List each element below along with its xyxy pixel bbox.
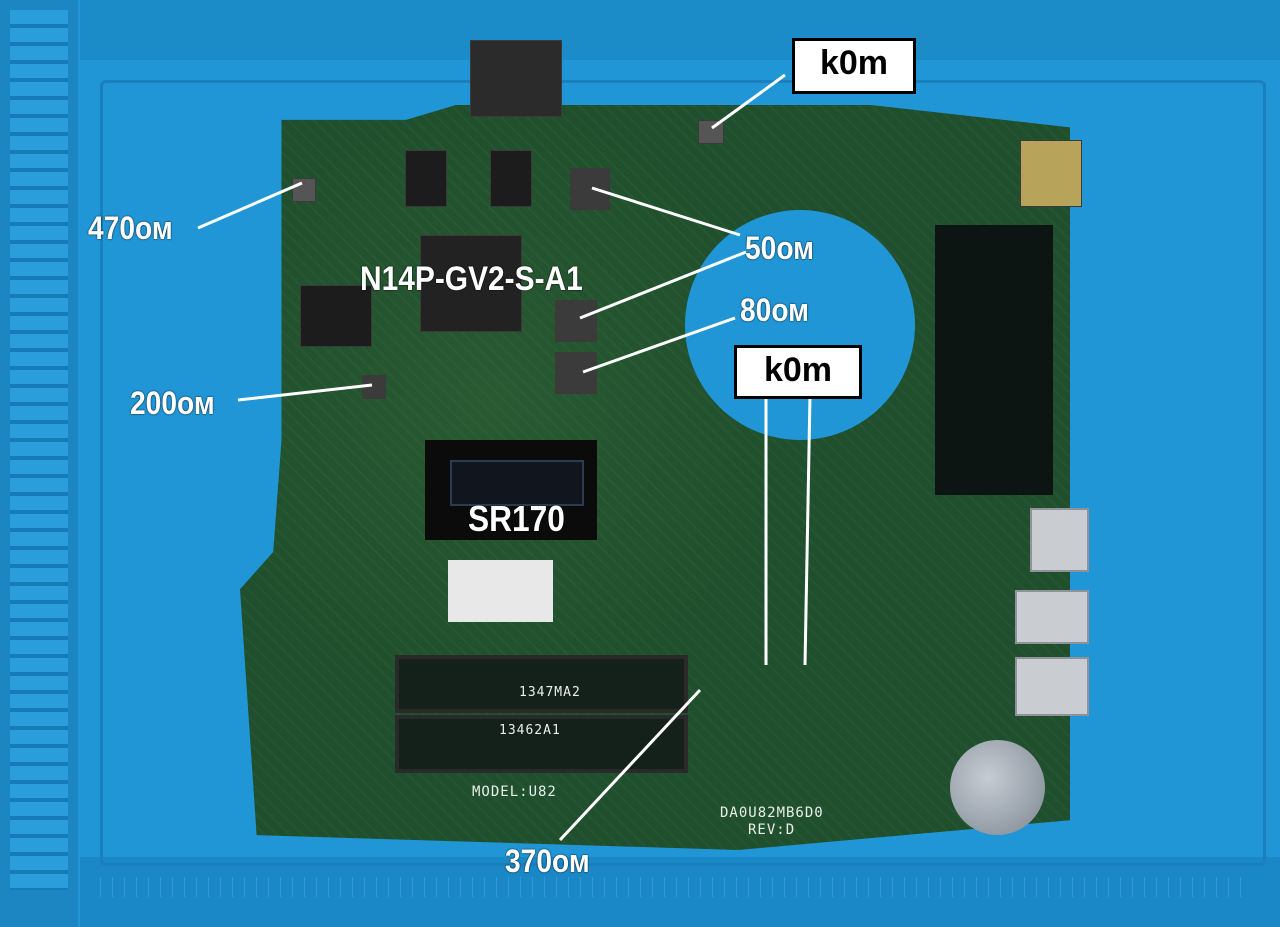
annotation-box-top: k0m xyxy=(792,38,916,94)
dc-jack xyxy=(1020,140,1082,207)
mosfet xyxy=(698,120,724,144)
part-silkscreen: DA0U82MB6D0 xyxy=(720,805,824,821)
mat-ruler xyxy=(10,10,68,890)
annotation-200: 200ом xyxy=(130,385,215,421)
usb-port xyxy=(1015,657,1089,716)
model-silkscreen: MODEL:U82 xyxy=(472,784,557,800)
cpu-label: SR170 xyxy=(468,498,565,539)
gpu-label: N14P-GV2-S-A1 xyxy=(360,260,583,298)
mosfet xyxy=(555,300,597,342)
cmos-battery xyxy=(950,740,1045,835)
vram-chip xyxy=(405,150,447,207)
mosfet xyxy=(555,352,597,394)
usb-port xyxy=(1015,590,1089,644)
annotation-50: 50ом xyxy=(745,230,814,266)
usb-port xyxy=(1030,508,1089,572)
mat-ruler-ticks xyxy=(100,877,1250,897)
ram-slot-label: 1347MA2 xyxy=(519,685,581,700)
power-connector xyxy=(470,40,562,117)
mosfet xyxy=(570,168,610,210)
ram-slot: 1347MA2 xyxy=(395,655,688,713)
annotation-80: 80ом xyxy=(740,292,809,328)
gpu-chip xyxy=(420,235,522,332)
cpu-die xyxy=(450,460,584,506)
mat-top-compartments xyxy=(80,0,1280,60)
ram-slot-label: 13462A1 xyxy=(499,723,561,738)
mosfet xyxy=(362,375,386,399)
ram-slot: 13462A1 xyxy=(395,715,688,773)
mat-inner-border xyxy=(100,80,1266,866)
board-sticker xyxy=(448,560,553,622)
rev-silkscreen: REV:D xyxy=(748,822,796,838)
vram-chip xyxy=(490,150,532,207)
controller-chip xyxy=(300,285,372,347)
annotation-470: 470ом xyxy=(88,210,173,246)
annotation-370: 370ом xyxy=(505,843,590,879)
black-insulation-pad xyxy=(935,225,1053,495)
annotation-box-mid: k0m xyxy=(734,345,862,399)
mosfet xyxy=(292,178,316,202)
